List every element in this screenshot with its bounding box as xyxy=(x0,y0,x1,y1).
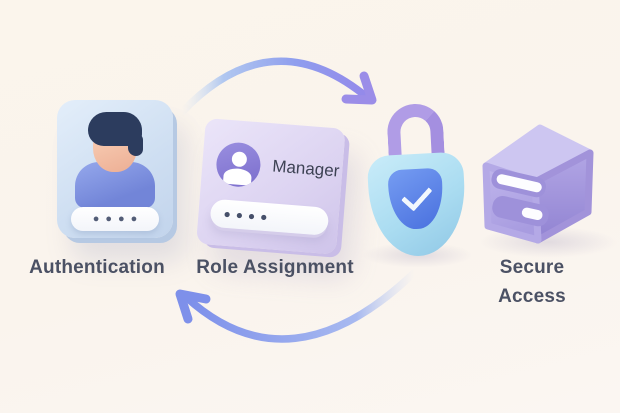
bottom-arrowhead-icon xyxy=(175,289,211,324)
password-dots: ●●●● xyxy=(92,212,144,225)
avatar-hair xyxy=(88,112,143,156)
lock-body xyxy=(366,151,468,259)
role-value: Manager xyxy=(271,156,341,181)
password-field: ●●●● xyxy=(209,198,330,236)
role-assignment-label: Role Assignment xyxy=(196,257,354,278)
user-circle-icon xyxy=(214,141,263,189)
server-slot-bottom xyxy=(492,195,549,227)
password-field: ●●●● xyxy=(71,207,159,231)
role-assignment-card: Manager ●●●● xyxy=(196,118,346,255)
padlock-shield-check-icon xyxy=(364,102,468,261)
secure-access-label: Secure Access xyxy=(498,257,566,308)
password-dots: ●●●● xyxy=(222,206,273,225)
checkmark-icon xyxy=(401,179,433,212)
top-arrowhead-icon xyxy=(341,71,377,105)
bottom-arrow-path xyxy=(182,268,419,343)
server-cube-icon xyxy=(482,124,594,244)
authentication-label: Authentication xyxy=(29,257,165,278)
shield-icon xyxy=(387,167,445,231)
top-arrow-path xyxy=(178,57,372,116)
authentication-card: ●●●● xyxy=(57,100,173,238)
server-slot-top xyxy=(491,169,546,198)
